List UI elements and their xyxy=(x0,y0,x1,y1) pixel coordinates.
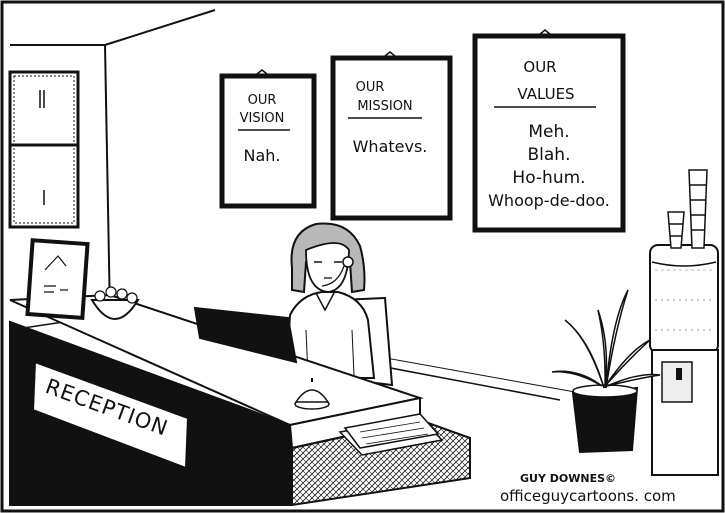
mission-heading-line2: MISSION xyxy=(357,99,412,114)
values-body-line-3: Ho-hum. xyxy=(512,168,585,188)
mission-body-line: Whatevs. xyxy=(353,137,428,156)
tap-icon xyxy=(676,368,682,380)
poster-mission: OUR MISSION Whatevs. xyxy=(330,51,453,221)
receptionist-face xyxy=(305,242,350,293)
service-bell-icon xyxy=(294,378,330,410)
values-body-line-2: Blah. xyxy=(528,145,571,165)
values-heading-line1: OUR xyxy=(523,58,556,76)
receptionist xyxy=(284,222,376,379)
mission-heading-line1: OUR xyxy=(356,80,385,95)
water-bottle xyxy=(649,244,719,354)
candy-bowl xyxy=(90,286,140,320)
window xyxy=(8,70,80,229)
artist-credit: GUY DOWNES© xyxy=(520,472,616,485)
cup-stack-short xyxy=(667,211,685,249)
left-wall xyxy=(10,9,216,316)
headset-icon xyxy=(342,256,354,268)
vision-body-line: Nah. xyxy=(244,146,281,165)
water-cooler xyxy=(649,169,719,476)
poster-values: OUR VALUES Meh. Blah. Ho-hum. Whoop-de-d… xyxy=(472,29,626,233)
document-stack xyxy=(338,413,444,456)
potted-plant xyxy=(551,289,661,454)
vision-heading-line2: VISION xyxy=(240,111,285,126)
desk-photo-frame xyxy=(25,238,90,320)
values-body-line-1: Meh. xyxy=(528,122,569,142)
receptionist-shirt xyxy=(284,291,376,379)
plant-leaves xyxy=(551,289,661,389)
computer-monitor xyxy=(193,306,298,364)
website-credit: officeguycartoons. com xyxy=(500,487,676,505)
cup-stack-tall xyxy=(688,169,708,249)
reception-sign xyxy=(31,360,190,470)
vision-heading-line1: OUR xyxy=(248,93,277,108)
values-heading-line2: VALUES xyxy=(517,85,574,103)
values-body-line-4: Whoop-de-doo. xyxy=(488,191,610,210)
poster-vision: OUR VISION Nah. xyxy=(219,69,317,209)
